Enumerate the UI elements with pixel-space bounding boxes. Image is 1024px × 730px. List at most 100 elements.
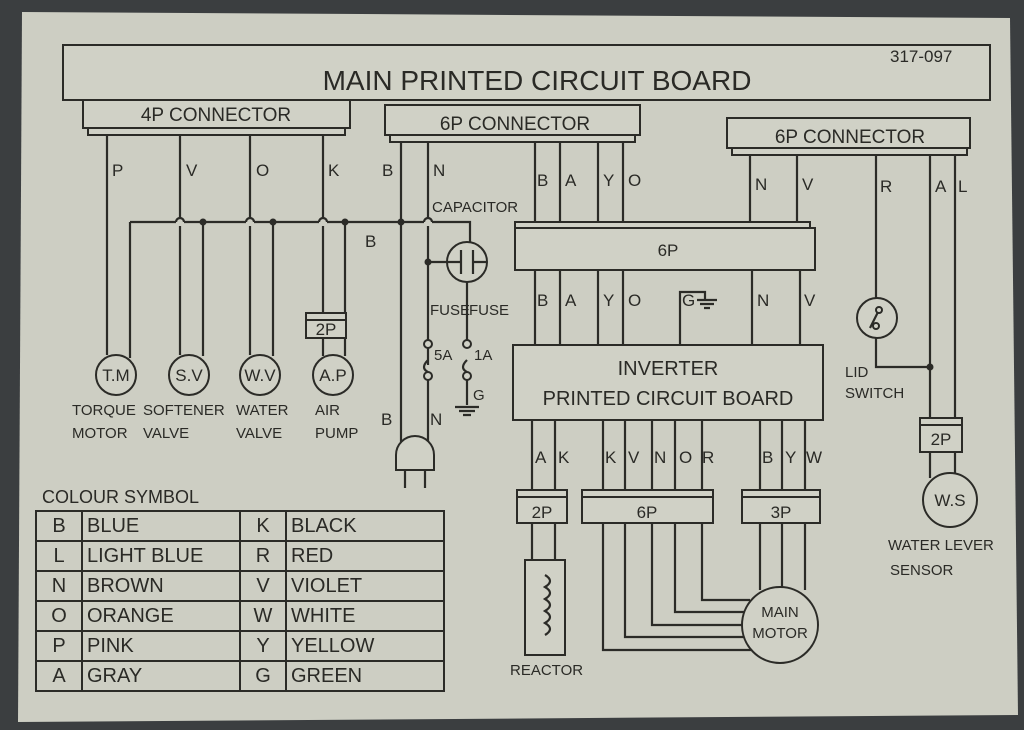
svg-text:A: A — [935, 177, 947, 196]
main-board-box — [62, 44, 991, 101]
colour-code: N — [35, 570, 83, 602]
svg-text:SOFTENER: SOFTENER — [143, 402, 225, 419]
svg-text:T.M: T.M — [102, 366, 129, 385]
inverter-title-2: PRINTED CIRCUIT BOARD — [543, 388, 794, 410]
svg-text:VALVE: VALVE — [236, 425, 282, 442]
6p-connector-middle-label: 6P CONNECTOR — [440, 114, 590, 135]
colour-name: ORANGE — [81, 600, 241, 632]
wire-label-k: K — [328, 161, 340, 180]
ws-connector-label: 2P — [931, 430, 952, 449]
water-valve: W.V WATER VALVE — [236, 354, 289, 442]
water-sensor-label-1: WATER LEVER — [888, 537, 994, 554]
colour-code: B — [35, 510, 83, 542]
svg-text:Y: Y — [785, 448, 796, 467]
colour-code: G — [239, 660, 287, 692]
water-sensor-symbol — [922, 472, 978, 528]
svg-text:V: V — [628, 448, 640, 467]
6p-out-connector — [581, 496, 714, 524]
svg-text:K: K — [605, 448, 617, 467]
svg-text:B: B — [762, 448, 773, 467]
colour-code: O — [35, 600, 83, 632]
fuse-label-1: FUSE — [430, 302, 470, 319]
colour-code: K — [239, 510, 287, 542]
reactor-label: REACTOR — [510, 662, 583, 679]
lid-switch-symbol — [856, 297, 898, 339]
colour-code: V — [239, 570, 287, 602]
main-motor-label-1: MAIN — [761, 604, 799, 621]
left-wires — [105, 135, 472, 358]
colour-name: BLACK — [285, 510, 445, 542]
svg-text:S.V: S.V — [175, 366, 203, 385]
colour-code: L — [35, 540, 83, 572]
colour-name: GRAY — [81, 660, 241, 692]
colour-name: YELLOW — [285, 630, 445, 662]
svg-text:Y: Y — [603, 291, 614, 310]
relay-6p-connector — [514, 227, 816, 271]
svg-text:A.P: A.P — [319, 366, 346, 385]
colour-name: PINK — [81, 630, 241, 662]
colour-name: VIOLET — [285, 570, 445, 602]
bus-label-b: B — [365, 232, 376, 251]
ws-2p-connector — [919, 424, 963, 453]
svg-text:MOTOR: MOTOR — [72, 425, 128, 442]
plug-wire-n: N — [430, 410, 442, 429]
colour-code: Y — [239, 630, 287, 662]
colour-name: BROWN — [81, 570, 241, 602]
svg-text:B: B — [537, 291, 548, 310]
fuse-rating-5a: 5A — [434, 347, 452, 364]
ground-label-g: G — [473, 387, 485, 404]
svg-text:N: N — [654, 448, 666, 467]
colour-code: A — [35, 660, 83, 692]
colour-name: RED — [285, 540, 445, 572]
main-motor-label-2: MOTOR — [752, 625, 808, 642]
water-sensor-symbol-label: W.S — [934, 491, 965, 510]
fuse-rating-1a: 1A — [474, 347, 492, 364]
svg-text:N: N — [755, 175, 767, 194]
board-wiring — [514, 142, 821, 664]
svg-text:L: L — [958, 177, 967, 196]
colour-name: LIGHT BLUE — [81, 540, 241, 572]
svg-text:O: O — [628, 291, 641, 310]
colour-name: GREEN — [285, 660, 445, 692]
reactor-symbol — [524, 559, 566, 656]
6p-out-label: 6P — [637, 503, 658, 522]
svg-text:O: O — [628, 171, 641, 190]
power-circuit — [395, 142, 488, 488]
svg-text:G: G — [682, 291, 695, 310]
svg-text:A: A — [565, 171, 577, 190]
inverter-title-1: INVERTER — [618, 358, 719, 380]
4p-connector — [82, 99, 351, 129]
colour-code: P — [35, 630, 83, 662]
doc-code: 317-097 — [890, 47, 952, 66]
colour-code: W — [239, 600, 287, 632]
lid-switch-label-1: LID — [845, 364, 869, 381]
air-pump-2p-connector — [305, 319, 347, 339]
svg-text:W: W — [806, 448, 822, 467]
4p-connector-label: 4P CONNECTOR — [141, 105, 291, 126]
colour-name: WHITE — [285, 600, 445, 632]
wire-label-v: V — [186, 161, 198, 180]
2p-out-label: 2P — [532, 503, 553, 522]
svg-text:K: K — [558, 448, 570, 467]
svg-text:R: R — [880, 177, 892, 196]
water-sensor-label-2: SENSOR — [890, 562, 954, 579]
wire-label-n: N — [433, 161, 445, 180]
main-board-title: MAIN PRINTED CIRCUIT BOARD — [323, 65, 752, 96]
svg-text:TORQUE: TORQUE — [72, 402, 136, 419]
svg-text:V: V — [804, 291, 816, 310]
svg-text:W.V: W.V — [244, 366, 276, 385]
main-motor-symbol — [741, 586, 819, 664]
svg-text:N: N — [757, 291, 769, 310]
wire-label-p: P — [112, 161, 123, 180]
svg-text:WATER: WATER — [236, 402, 289, 419]
